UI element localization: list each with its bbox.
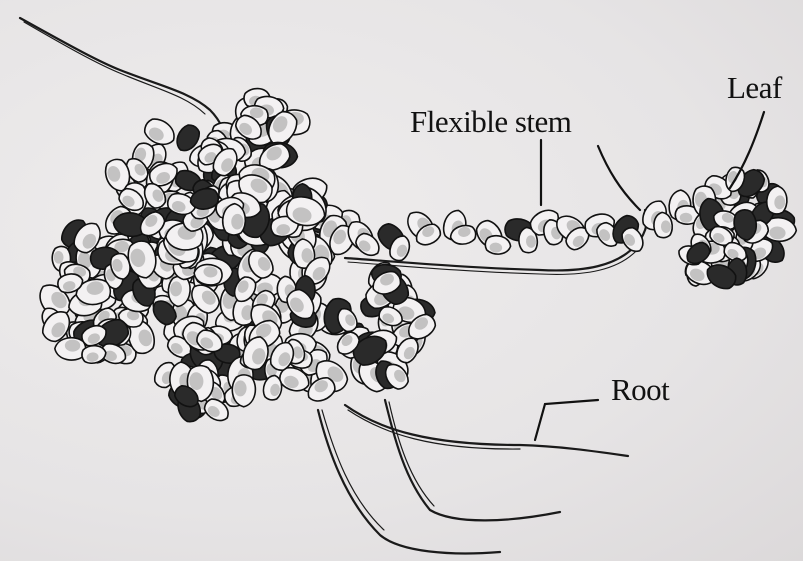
root-strand [318, 410, 500, 553]
root-pointer-line [535, 400, 598, 440]
leaf-label: Leaf [727, 70, 782, 106]
root-strand [385, 400, 560, 520]
root-strand [389, 402, 434, 506]
root-strand [322, 410, 384, 530]
leaf-scale [232, 375, 256, 407]
leaf-scale [485, 235, 512, 256]
leaf-scale [55, 338, 86, 361]
stem-pointer-line-2 [598, 146, 640, 210]
flexible-stem-label: Flexible stem [410, 104, 571, 140]
root-strand [348, 410, 520, 449]
root-label: Root [611, 372, 669, 408]
